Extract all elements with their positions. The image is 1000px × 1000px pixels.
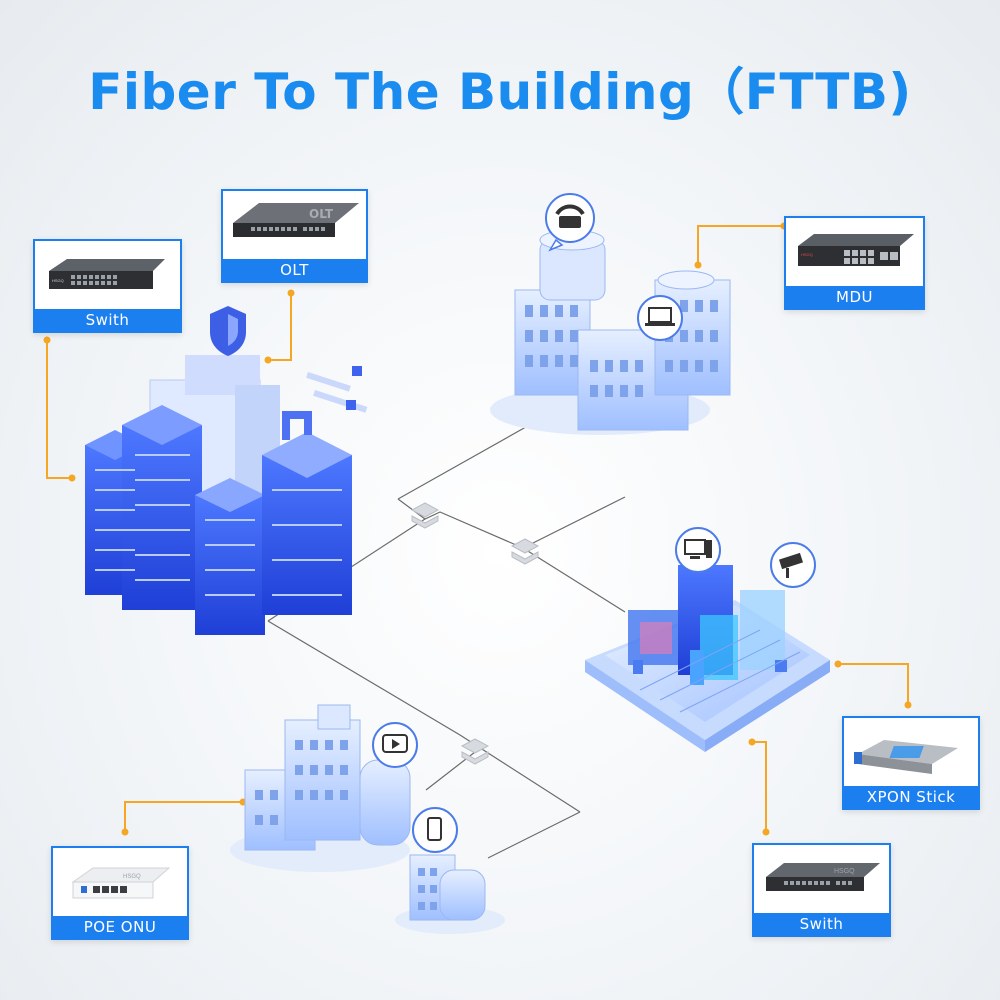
smart-campus <box>585 565 830 752</box>
brand-logo: HSGQ <box>801 252 813 257</box>
switch-right-label: Swith <box>754 913 889 935</box>
device-card-olt: OLT OLT <box>221 189 368 283</box>
desktop-computer-icon <box>675 527 721 573</box>
connector-lines <box>46 225 909 832</box>
olt-label: OLT <box>223 259 366 281</box>
poe-onu-image: HSGQ <box>53 848 187 916</box>
office-building <box>490 229 731 435</box>
device-card-switch-right: HSGQ Swith <box>752 843 891 937</box>
shield-icon <box>210 306 246 356</box>
mdu-label: MDU <box>786 286 923 308</box>
telephone-icon <box>545 193 595 252</box>
olt-lid-text: OLT <box>309 207 334 221</box>
page-title: Fiber To The Building（FTTB) <box>88 63 912 121</box>
switch-device-image: HSGQ <box>35 241 180 309</box>
datacenter-cluster <box>85 355 368 635</box>
device-card-poe-onu: HSGQ POE ONU <box>51 846 189 940</box>
brand-logo: HSGQ <box>834 868 855 875</box>
mdu-device-image: HSGQ <box>786 218 923 286</box>
poe-onu-label: POE ONU <box>53 916 187 938</box>
switch-device-image: HSGQ <box>754 845 889 913</box>
device-card-xpon-stick: XPON Stick <box>842 716 980 810</box>
olt-device-image: OLT <box>223 191 366 259</box>
device-card-switch-left: HSGQ Swith <box>33 239 182 333</box>
laptop-icon <box>637 295 683 341</box>
xpon-stick-label: XPON Stick <box>844 786 978 808</box>
mobile-phone-icon <box>412 807 458 853</box>
device-card-mdu: HSGQ MDU <box>784 216 925 310</box>
residential-buildings <box>230 704 505 934</box>
cctv-camera-icon <box>770 542 816 588</box>
xpon-stick-image <box>844 718 978 786</box>
tv-play-icon <box>372 722 418 768</box>
brand-logo: HSGQ <box>52 278 64 283</box>
switch-left-label: Swith <box>35 309 180 331</box>
splitter-box-icon <box>410 502 540 765</box>
brand-logo: HSGQ <box>123 874 141 880</box>
